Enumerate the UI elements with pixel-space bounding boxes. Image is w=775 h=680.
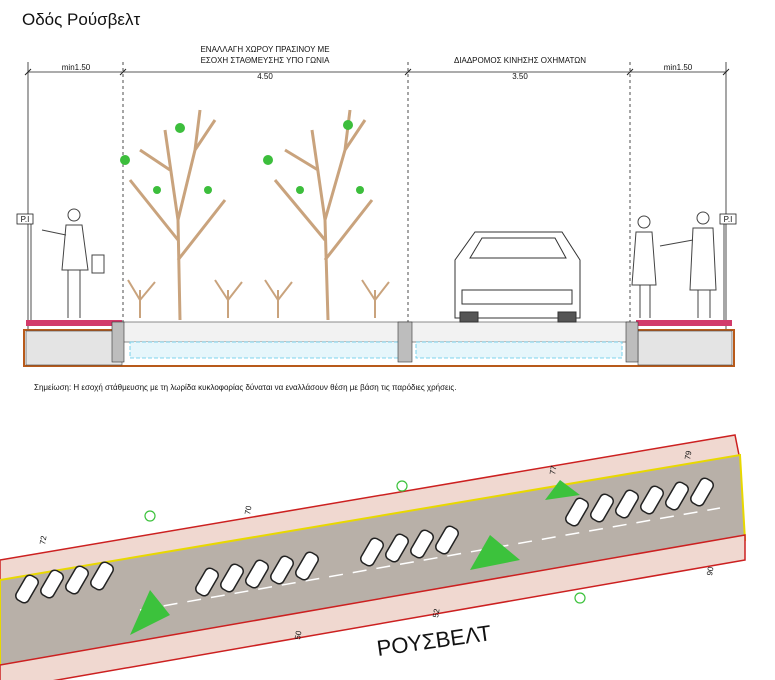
lot-number: 77 [548, 464, 559, 475]
lot-number: 90 [705, 565, 716, 576]
lot-number: 79 [683, 449, 694, 460]
pedestrians-right [631, 211, 717, 318]
dimension-line [27, 62, 727, 335]
lot-number: 72 [38, 534, 49, 545]
sidewalk-bottom [0, 534, 746, 680]
green-markers [144, 480, 586, 604]
shrubs [127, 279, 390, 318]
green-island-3 [545, 480, 580, 500]
tree-large-1 [120, 109, 227, 321]
lot-number: 52 [431, 607, 442, 618]
green-label-line1: ΕΝΑΛΛΑΓΗ ΧΩΡΟΥ ΠΡΑΣΙΝΟΥ ΜΕ [200, 45, 329, 54]
lot-number: 70 [243, 504, 254, 515]
car-rear-view [454, 231, 581, 323]
lane-divider [139, 507, 721, 611]
dimension-ticks [24, 68, 730, 76]
tree-large-2 [263, 109, 374, 321]
green-label-line2: ΕΣΟΧΗ ΣΤΑΘΜΕΥΣΗΣ ΥΠΟ ΓΩΝΙΑ [201, 56, 330, 65]
lot-number: 50 [293, 629, 304, 640]
parked-cars [15, 477, 714, 604]
green-island-2 [470, 535, 520, 570]
street-light-right: P.I [719, 213, 737, 322]
street-name: ΡΟΥΣΒΕΛΤ [375, 620, 493, 661]
light-tag-right: P.I [724, 215, 733, 224]
dim-traffic: 3.50 [512, 72, 528, 81]
lot-numbers: 70 72 77 79 50 52 90 [38, 449, 716, 640]
street-light-left: P.I [16, 213, 34, 322]
page-title: Οδός Ρούσβελτ [22, 10, 141, 29]
dim-right-sidewalk: min1.50 [664, 63, 693, 72]
plan-view-drawing: 70 72 77 79 50 52 90 ΡΟΥΣΒΕΛΤ [0, 434, 747, 680]
dim-left-sidewalk: min1.50 [62, 63, 91, 72]
traffic-label: ΔΙΑΔΡΟΜΟΣ ΚΙΝΗΣΗΣ ΟΧΗΜΑΤΩΝ [454, 56, 586, 65]
pedestrian-left [41, 208, 105, 318]
green-island-1 [130, 590, 170, 635]
ground-layers [23, 320, 735, 367]
section-note: Σημείωση: Η εσοχή στάθμευσης με τη λωρίδ… [34, 383, 457, 392]
cross-section-drawing: ΕΝΑΛΛΑΓΗ ΧΩΡΟΥ ΠΡΑΣΙΝΟΥ ΜΕ ΕΣΟΧΗ ΣΤΑΘΜΕΥ… [16, 45, 737, 367]
dim-green: 4.50 [257, 72, 273, 81]
light-tag-left: P.I [21, 215, 30, 224]
